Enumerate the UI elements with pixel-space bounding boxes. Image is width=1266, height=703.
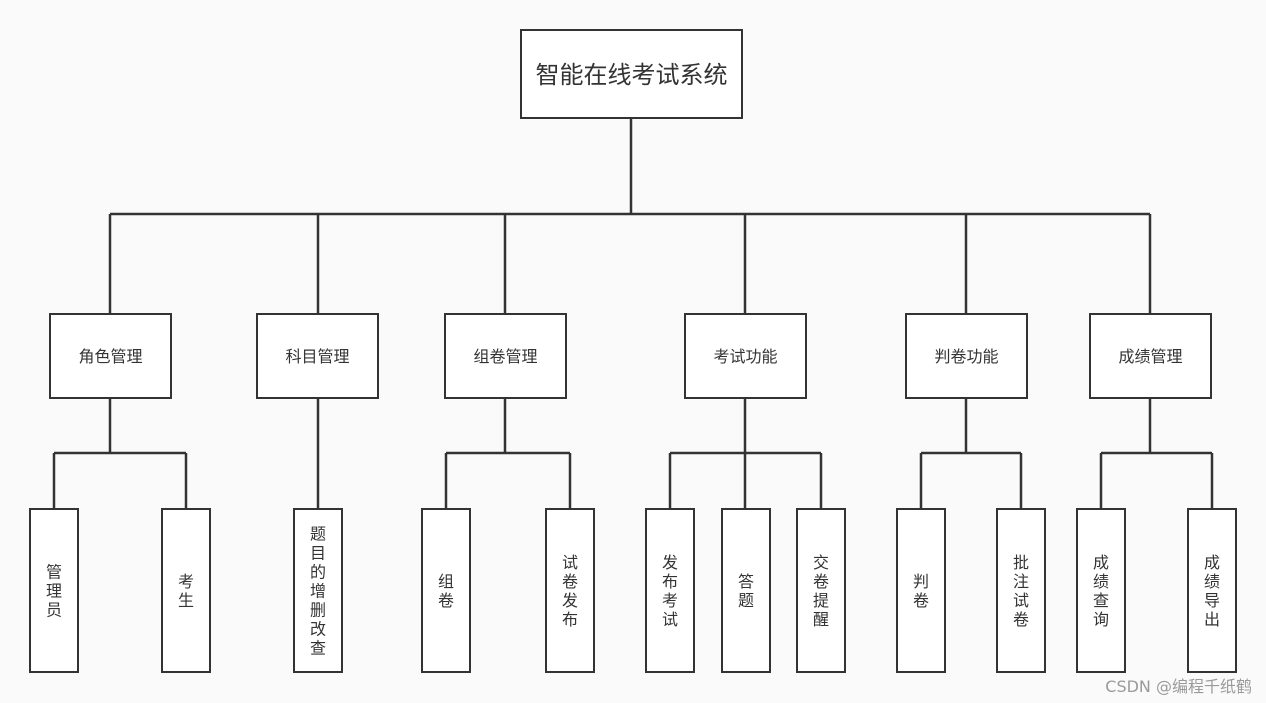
module-label-grading: 判卷功能 xyxy=(934,347,998,366)
leaf-node-score-export: 成绩导出 xyxy=(1187,508,1237,673)
module-node-subject: 科目管理 xyxy=(256,313,379,399)
leaf-node-score-query: 成绩查询 xyxy=(1076,508,1126,673)
leaf-label-score-query: 成绩查询 xyxy=(1093,553,1109,629)
leaf-node-grade-paper: 判卷 xyxy=(896,508,946,673)
leaf-node-admin: 管理员 xyxy=(29,508,79,673)
module-label-score: 成绩管理 xyxy=(1118,347,1182,366)
leaf-label-annotate-paper: 批注试卷 xyxy=(1013,553,1029,629)
module-node-exam: 考试功能 xyxy=(684,313,807,399)
connectors xyxy=(52,118,1214,509)
module-node-score: 成绩管理 xyxy=(1089,313,1212,399)
module-node-grading: 判卷功能 xyxy=(905,313,1028,399)
module-label-role: 角色管理 xyxy=(78,347,142,366)
leaf-node-annotate-paper: 批注试卷 xyxy=(996,508,1046,673)
root-node: 智能在线考试系统 xyxy=(520,29,743,119)
leaf-label-student: 考生 xyxy=(178,572,194,610)
module-node-paper: 组卷管理 xyxy=(444,313,567,399)
leaf-label-answer: 答题 xyxy=(738,572,754,610)
leaf-label-publish-paper: 试卷发布 xyxy=(562,553,578,629)
module-label-subject: 科目管理 xyxy=(285,347,349,366)
leaf-label-score-export: 成绩导出 xyxy=(1204,553,1220,629)
leaf-node-student: 考生 xyxy=(161,508,211,673)
leaf-node-compose-paper: 组卷 xyxy=(421,508,471,673)
module-label-exam: 考试功能 xyxy=(713,347,777,366)
leaf-label-submit-reminder: 交卷提醒 xyxy=(813,553,829,629)
root-label: 智能在线考试系统 xyxy=(536,61,728,89)
module-node-role: 角色管理 xyxy=(49,313,172,399)
leaf-label-grade-paper: 判卷 xyxy=(913,572,929,610)
watermark: CSDN @编程千纸鹤 xyxy=(1105,677,1252,696)
module-label-paper: 组卷管理 xyxy=(473,347,537,366)
leaf-label-admin: 管理员 xyxy=(46,562,62,619)
leaf-label-publish-exam: 发布考试 xyxy=(662,553,678,629)
leaf-node-answer: 答题 xyxy=(721,508,771,673)
leaf-label-question-crud: 题目的增删改查 xyxy=(310,524,326,657)
leaf-node-publish-exam: 发布考试 xyxy=(645,508,695,673)
leaf-node-question-crud: 题目的增删改查 xyxy=(293,508,343,673)
leaf-node-publish-paper: 试卷发布 xyxy=(545,508,595,673)
leaf-label-compose-paper: 组卷 xyxy=(438,572,454,610)
leaf-node-submit-reminder: 交卷提醒 xyxy=(796,508,846,673)
